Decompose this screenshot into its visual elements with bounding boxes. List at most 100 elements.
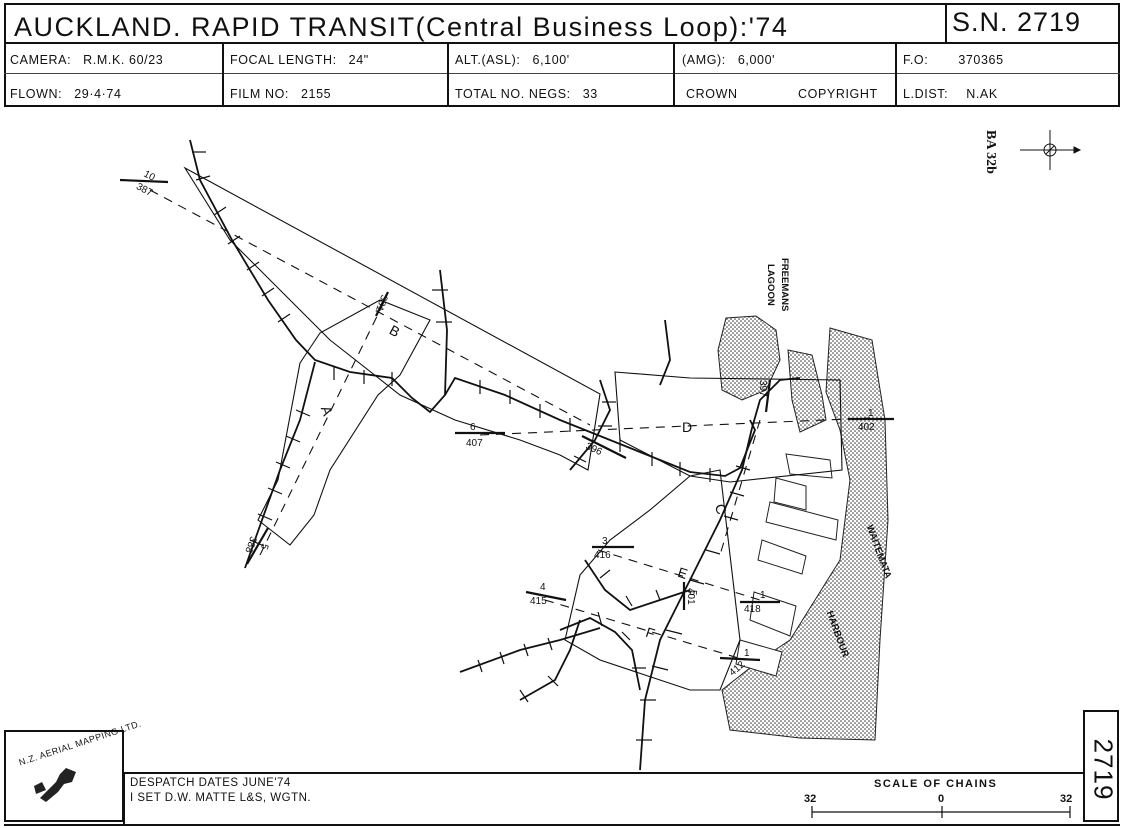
rail-d-spur [659, 319, 671, 386]
map-title: AUCKLAND. RAPID TRANSIT(Central Business… [14, 12, 789, 42]
header-col-3 [673, 43, 675, 107]
sheet-number-box: 2719 [1083, 710, 1119, 822]
strip-end-marks [119, 178, 894, 662]
crown-text: CROWN [686, 87, 738, 101]
despatch-info: DESPATCH DATES JUNE'74 I SET D.W. MATTE … [130, 776, 311, 806]
rail-east [751, 377, 801, 429]
run-number-a: 5 [258, 542, 270, 551]
sheet-number: 2719 [1088, 738, 1119, 801]
nz-map-icon [34, 768, 76, 802]
film-field: FILM NO:2155 [230, 87, 332, 101]
sn-divider [945, 3, 947, 43]
photo-number-396: 396 [584, 441, 604, 458]
wharf-4 [757, 539, 807, 575]
despatch-label: DESPATCH DATES [130, 777, 239, 789]
aerial-mapping-logo: N.Z. AERIAL MAPPING LTD. [4, 718, 142, 822]
photo-number-402: 402 [858, 422, 875, 433]
footprint-strip-c [564, 469, 741, 691]
copyright-text: COPYRIGHT [798, 87, 878, 101]
strip-f-start-mark [525, 590, 567, 602]
run-number-e: 1 [760, 590, 766, 601]
photo-number-c: 416 [594, 550, 611, 561]
rail-sw-2 [519, 619, 581, 701]
camera-field: CAMERA:R.M.K. 60/23 [10, 53, 164, 67]
strip-b-end-mark [119, 178, 169, 184]
rail-route [189, 139, 801, 771]
strip-label-c: C [712, 502, 730, 516]
rail-e-loop [584, 559, 691, 612]
flight-line-d [479, 417, 871, 436]
focal-length-field: FOCAL LENGTH:24" [230, 53, 369, 67]
photo-number-d: 407 [466, 438, 483, 449]
north-arrow [1020, 130, 1082, 170]
wharf-2 [773, 477, 807, 511]
header-col-1 [222, 43, 224, 107]
header-col-2 [447, 43, 449, 107]
rail-ticks [192, 151, 751, 741]
scale-mid-value: 0 [938, 793, 945, 805]
header-row-line-2 [4, 73, 1120, 74]
wharf-6 [735, 639, 783, 677]
strip-c-top-mark [764, 379, 772, 413]
scale-right-value: 32 [1060, 793, 1073, 805]
footprint-strip-b [183, 166, 601, 471]
strip-label-d: D [682, 419, 692, 435]
run-number-d: 6 [470, 422, 476, 433]
scale-bar [811, 806, 1071, 818]
strip-f-end-mark [719, 656, 761, 662]
freemans-label: FREEMANS [779, 258, 790, 311]
header-box [4, 3, 1120, 107]
set-line: I SET D.W. MATTE L&S, WGTN. [130, 792, 312, 804]
scale-left-value: 32 [804, 793, 817, 805]
scale-title: SCALE OF CHAINS [874, 778, 998, 790]
fo-field: F.O:370365 [903, 53, 1004, 67]
run-number-b: 10 [142, 169, 157, 184]
footprint-strip-d [614, 371, 843, 483]
run-number-c: 3 [602, 536, 608, 547]
altitude-asl-field: ALT.(ASL):6,100' [455, 53, 570, 67]
photo-number-401: 401 [685, 588, 696, 605]
negs-field: TOTAL NO. NEGS:33 [455, 87, 598, 101]
strip-label-b: B [387, 322, 403, 341]
header-col-4 [895, 43, 897, 107]
strip-b-mid-mark [375, 291, 389, 317]
flight-line-a [259, 299, 386, 556]
lagoon-channel [787, 349, 827, 433]
wharf-3 [765, 501, 839, 541]
photo-number-b: 387 [134, 181, 154, 199]
photo-number-397: 397 [757, 380, 768, 397]
flight-lines [149, 189, 871, 661]
freemans-lagoon [717, 315, 781, 401]
lagoon-label: LAGOON [765, 264, 776, 306]
run-number-f: 4 [540, 582, 546, 593]
wharf-1 [785, 453, 833, 479]
altitude-amg-field: (AMG):6,000' [682, 53, 776, 67]
strip-a-end-mark [246, 527, 269, 565]
header-row-line-1 [4, 42, 1120, 44]
rail-d-link [569, 379, 611, 471]
photo-number-e: 418 [744, 604, 761, 615]
flight-line-f [544, 599, 746, 661]
photo-number-f: 415 [530, 596, 547, 607]
run-number-401: 5 [687, 590, 698, 596]
rail-west-branch [244, 361, 316, 569]
flight-line-b [149, 189, 591, 426]
flight-line-e [597, 549, 761, 601]
ldist-field: L.DIST:N.AK [903, 87, 998, 101]
flown-field: FLOWN:29·4·74 [10, 87, 122, 101]
sheet-reference: BA 32b [983, 130, 998, 174]
footprint-strip-a [257, 299, 431, 546]
run-number-402: 1 [868, 408, 874, 419]
photo-footprints [183, 166, 843, 691]
despatch-value: JUNE'74 [242, 777, 291, 789]
rail-sw-1 [459, 627, 601, 673]
run-number-412: 1 [744, 648, 750, 659]
flight-line-c [719, 419, 761, 556]
harbour-water [721, 327, 889, 741]
photo-number-a: 388 [242, 535, 258, 555]
photo-number-381: 381 [373, 293, 389, 313]
strip-label-e: E [676, 564, 690, 582]
rail-north-spur [439, 269, 448, 396]
serial-number: S.N. 2719 [952, 7, 1082, 37]
